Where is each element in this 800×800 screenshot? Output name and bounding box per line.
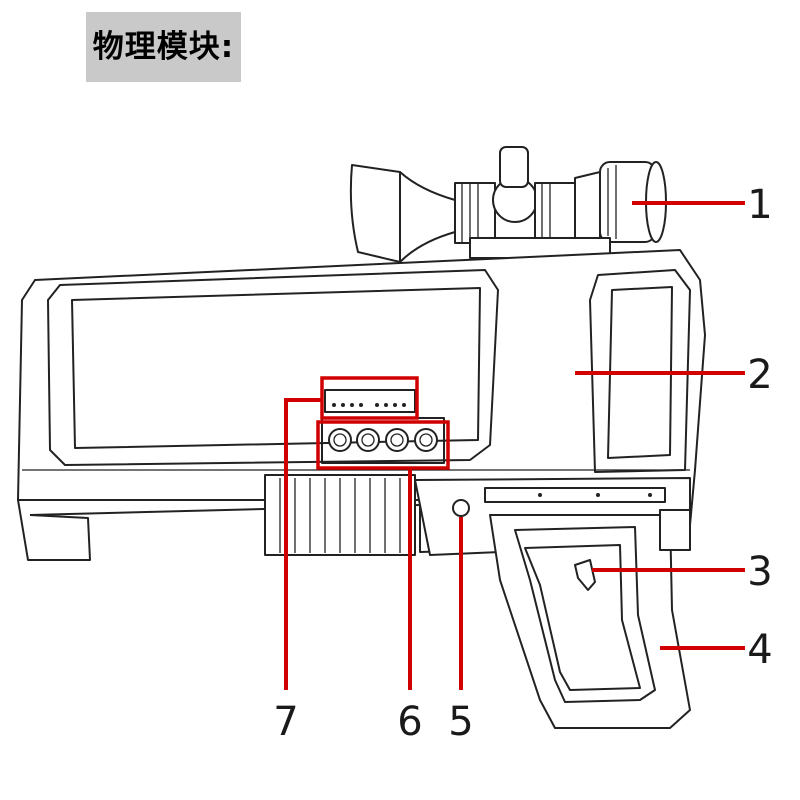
callout-number-5: 5 (448, 699, 473, 745)
callout-number-2: 2 (747, 352, 772, 398)
ribbed-section (264, 474, 416, 556)
leader-line-7 (284, 398, 322, 690)
control-panel (321, 389, 445, 464)
callout-number-6: 6 (397, 699, 422, 745)
callout-number-1: 1 (747, 182, 772, 228)
title-box: 物理模块: (86, 12, 241, 82)
page-title: 物理模块: (92, 29, 235, 65)
grip (489, 509, 691, 729)
callout-number-4: 4 (747, 627, 772, 673)
callout-number-3: 3 (747, 549, 772, 595)
scope (349, 146, 667, 263)
callout-box-6 (316, 420, 450, 470)
trigger (574, 559, 596, 591)
callout-number-7: 7 (273, 699, 298, 745)
